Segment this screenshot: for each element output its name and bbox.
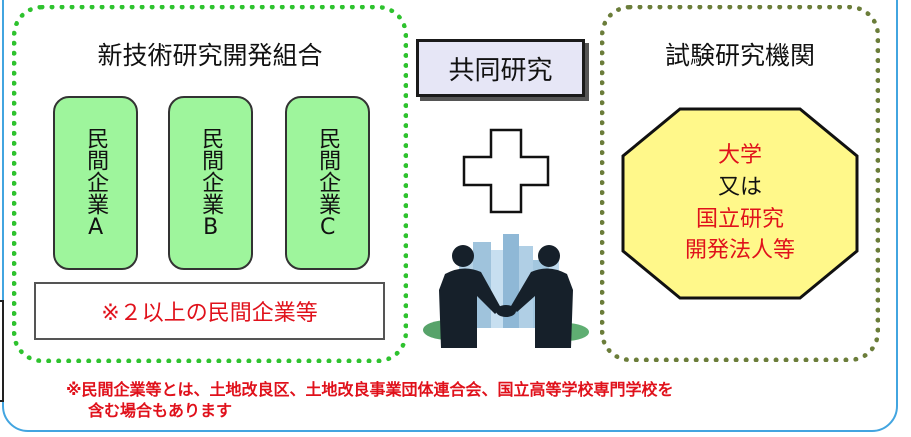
research-association-title: 新技術研究開発組合 <box>97 41 323 70</box>
plus-icon <box>462 128 550 214</box>
university-label: 大学 <box>717 142 762 168</box>
min-companies-note: ※２以上の民間企業等 <box>34 282 385 340</box>
company-a-box: 民間企業A <box>53 96 138 270</box>
left-edge-stub <box>0 300 4 402</box>
outer-frame <box>2 0 898 432</box>
research-association-group <box>12 5 408 363</box>
company-c-label: 民間企業C <box>315 126 341 240</box>
handshake-icon <box>423 234 589 348</box>
company-b-label: 民間企業B <box>198 126 224 240</box>
research-institution-title: 試験研究機関 <box>664 41 815 70</box>
company-b-box: 民間企業B <box>168 96 253 270</box>
national-research-label: 国立研究 <box>695 206 784 232</box>
institution-types: 大学 又は 国立研究 開発法人等 <box>620 106 860 301</box>
research-institution-group <box>600 5 880 362</box>
or-label: 又は <box>717 174 762 200</box>
development-corp-label: 開発法人等 <box>684 238 795 264</box>
octagon-shape <box>621 107 859 300</box>
company-a-label: 民間企業A <box>83 126 109 240</box>
footnote-line-1: ※民間企業等とは、土地改良区、土地改良事業団体連合会、国立高等学校専門学校を <box>66 380 674 399</box>
footnote: ※民間企業等とは、土地改良区、土地改良事業団体連合会、国立高等学校専門学校を 含… <box>66 380 866 422</box>
joint-research-label: 共同研究 <box>416 39 585 97</box>
company-c-box: 民間企業C <box>285 96 370 270</box>
footnote-line-2: 含む場合もあります <box>88 400 233 420</box>
